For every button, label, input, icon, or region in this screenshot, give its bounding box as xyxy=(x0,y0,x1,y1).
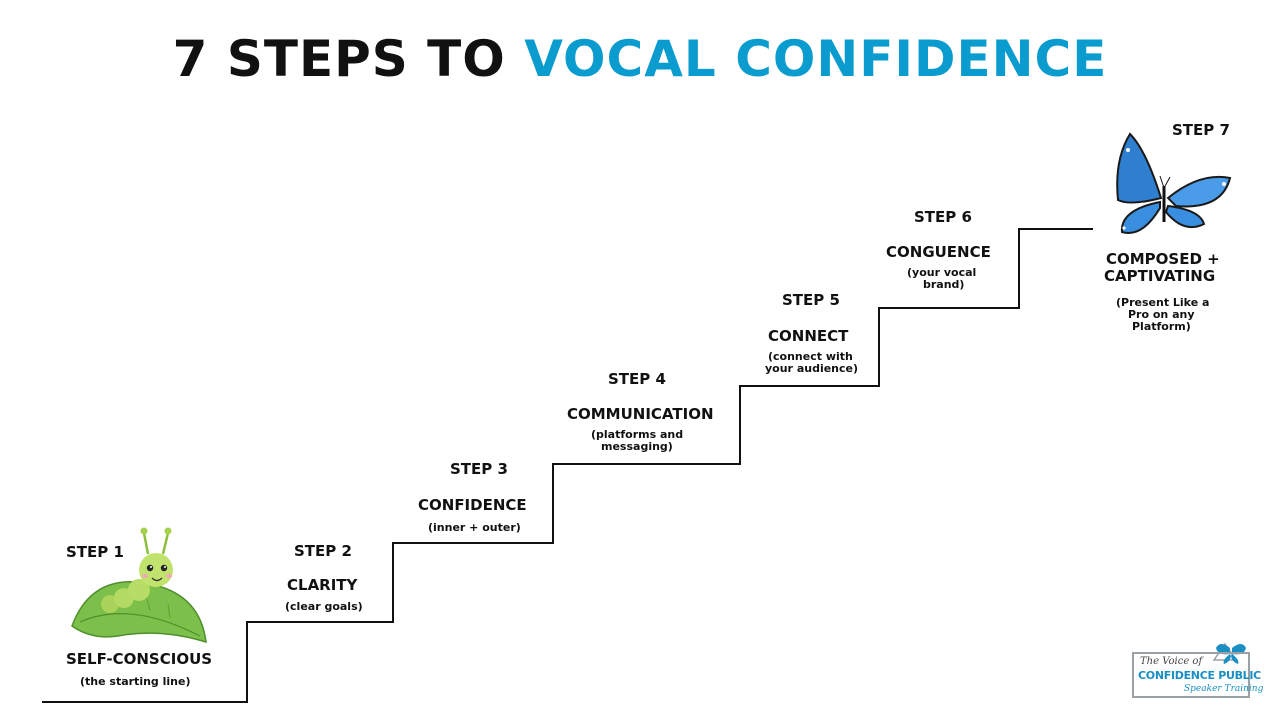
page-title: 7 STEPS TO VOCAL CONFIDENCE xyxy=(0,30,1280,88)
step-3-sub: (inner + outer) xyxy=(428,521,521,534)
step-4-sub-line-1: (platforms and xyxy=(591,428,684,441)
step-7-number: STEP 7 xyxy=(1172,121,1230,139)
staircase-line xyxy=(42,228,1093,703)
step-5-sub-line-2: your audience) xyxy=(765,362,859,375)
title-part-1: 7 STEPS TO xyxy=(172,30,506,88)
step-7-sub-line-2: Pro on any xyxy=(1128,308,1195,321)
step-7-name-line-1: COMPOSED + xyxy=(1106,250,1220,268)
step-6-sub-line-2: brand) xyxy=(923,278,965,291)
step-4-sub-line-2: messaging) xyxy=(601,440,673,453)
step-4-number: STEP 4 xyxy=(608,370,666,388)
logo-line-3: Speaker Training xyxy=(1184,684,1264,694)
logo-line-1: The Voice of xyxy=(1140,656,1203,667)
step-1-name: SELF-CONSCIOUS xyxy=(66,650,213,668)
step-7-sub-line-1: (Present Like a xyxy=(1116,296,1210,309)
step-7-name-line-2: CAPTIVATING xyxy=(1104,267,1216,285)
step-6-sub-line-1: (your vocal xyxy=(907,266,977,279)
butterfly-icon xyxy=(1116,132,1232,234)
title-part-2: VOCAL CONFIDENCE xyxy=(524,30,1108,88)
step-2-number: STEP 2 xyxy=(294,542,352,560)
step-5-name: CONNECT xyxy=(768,327,849,345)
step-5-sub-line-1: (connect with xyxy=(768,350,853,363)
step-3-number: STEP 3 xyxy=(450,460,508,478)
step-1-number: STEP 1 xyxy=(66,543,124,561)
caterpillar-icon xyxy=(71,527,207,644)
step-1-sub: (the starting line) xyxy=(80,675,191,688)
brand-logo: The Voice of CONFIDENCE PUBLIC Speaker T… xyxy=(1132,638,1263,700)
step-3-name: CONFIDENCE xyxy=(418,496,527,514)
logo-line-2: CONFIDENCE PUBLIC xyxy=(1138,669,1261,682)
step-6-name: CONGUENCE xyxy=(886,243,991,261)
step-6-number: STEP 6 xyxy=(914,208,972,226)
step-2-name: CLARITY xyxy=(287,576,358,594)
step-7-sub-line-3: Platform) xyxy=(1132,320,1191,333)
logo-frame xyxy=(1132,652,1250,698)
step-2-sub: (clear goals) xyxy=(285,600,363,613)
step-5-number: STEP 5 xyxy=(782,291,840,309)
step-4-name: COMMUNICATION xyxy=(567,405,714,423)
